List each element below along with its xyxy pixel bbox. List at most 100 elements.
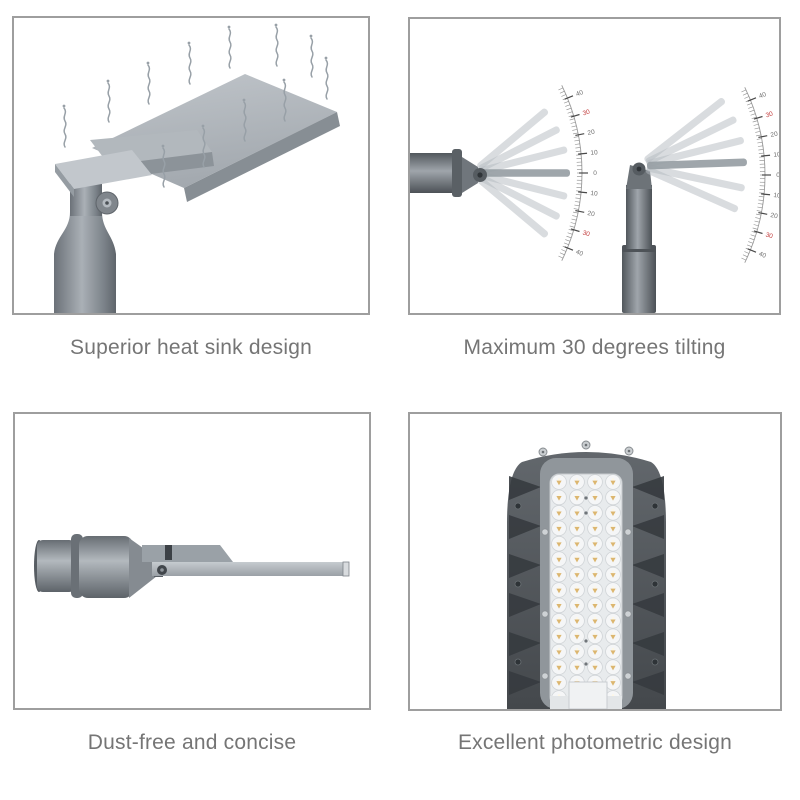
scale-minor-tick [756,210,762,212]
scale-minor-tick [575,194,581,196]
scale-minor-tick [756,138,762,140]
scale-minor-tick [746,244,752,247]
dust-free-illustration [34,534,350,598]
scale-minor-tick [755,134,762,137]
heat-sink-illustration [54,23,340,313]
led-highlight [557,632,561,635]
dust-free-panel [13,412,371,710]
tilt-fan-right [644,97,747,213]
light-blade [152,562,347,576]
scale-minor-tick [572,129,578,131]
scale-minor-tick [572,132,579,135]
led-chip [610,665,616,671]
housing-bolt [514,502,522,510]
frame-screw [624,610,632,618]
housing-bolt [514,658,522,666]
led-highlight [611,570,615,574]
led-chip [556,496,562,501]
scale-major-tick [578,191,588,194]
led-highlight [557,509,561,512]
led-highlight [593,509,597,512]
fin-notch [509,671,541,695]
fin-notch [509,515,541,539]
scale-minor-tick [744,96,750,99]
scale-major-tick [575,133,585,136]
led-highlight [611,601,615,605]
scale-minor-tick [567,111,573,114]
led-chip [592,542,598,547]
top-screw-center [541,450,545,454]
led-chip [556,557,562,563]
led-chip [592,634,598,640]
heat-wave-icon [63,107,67,148]
scale-major-tick [747,248,757,253]
scale-minor-tick [746,103,752,106]
hinge-pin-right [636,166,642,172]
scale-degree-label: 30 [582,108,591,117]
led-highlight [611,509,615,512]
pole-cap [626,165,652,189]
scale-minor-tick [755,217,761,219]
street-light-top-view [54,74,340,313]
heat-wave-icon [275,26,279,67]
vertical-pole-lower [622,249,656,313]
led-highlight [593,539,597,543]
led-highlight [575,478,579,481]
fin-notch [509,554,541,578]
scale-minor-tick [757,203,763,205]
led-highlight [593,524,597,527]
top-slot [165,545,172,560]
scale-minor-tick [755,213,762,216]
heat-sink-caption: Superior heat sink design [70,336,312,359]
led-highlight [575,493,579,497]
led-highlight [611,617,615,620]
scale-minor-tick [558,255,564,259]
pole-cylinder [37,540,75,592]
led-chip [556,542,562,547]
led-chip [592,496,598,501]
heat-wave-tip [161,144,165,148]
frame-screw [541,528,549,536]
pole [54,212,116,313]
heat-wave-tip [324,56,328,60]
scale-minor-tick [567,232,573,235]
scale-minor-tick [569,225,575,228]
led-chip [574,557,580,563]
heat-wave-icon [202,127,206,168]
scale-degree-label: 40 [575,249,585,258]
scale-major-tick [570,113,580,118]
scale-major-tick [564,95,574,100]
scale-minor-tick [744,251,750,254]
scale-minor-tick [568,114,574,117]
led-highlight [611,539,615,543]
scale-degree-label: 10 [773,151,779,159]
led-chip [610,573,616,578]
housing-bolt [514,580,522,588]
led-chip [592,665,598,671]
scale-minor-tick [570,222,576,225]
fin-notch [632,515,664,539]
heat-wave-tip [146,61,150,65]
led-highlight [593,601,597,605]
scale-degree-label: 10 [773,192,779,200]
frame-screw [624,528,632,536]
led-chip [574,619,580,625]
led-highlight [557,570,561,574]
scale-minor-tick [742,254,748,258]
led-highlight [575,647,579,651]
led-highlight [611,493,615,497]
window-screw-dot [584,511,588,515]
led-chip [610,480,616,486]
led-highlight [611,524,615,527]
scale-minor-tick [573,208,579,210]
led-highlight [557,539,561,543]
heat-wave-tip [309,34,313,38]
heat-wave-tip [62,104,66,108]
led-highlight [575,663,579,666]
led-chip [574,650,580,655]
scale-minor-tick [752,227,758,230]
